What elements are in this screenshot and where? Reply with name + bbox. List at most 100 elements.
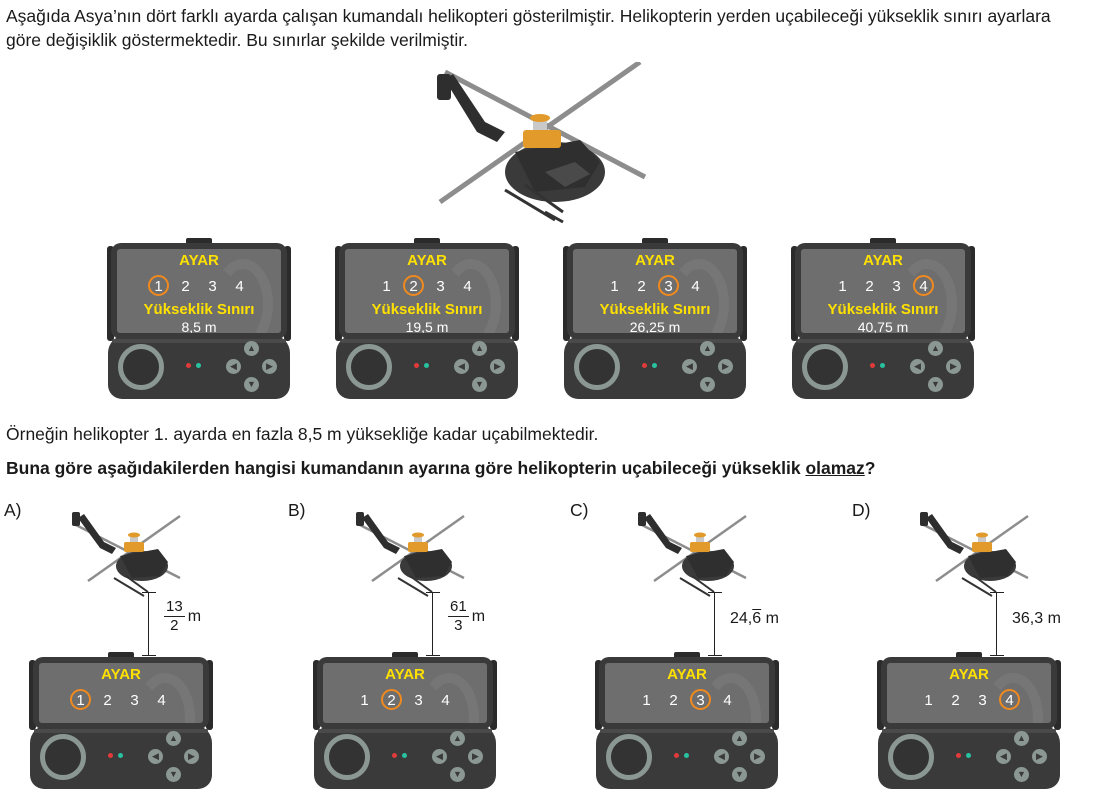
helicopter-icon [920,512,1029,597]
setting-number-2: 2 [637,278,646,295]
antenna-left [563,246,570,341]
helicopter-illustration [437,62,647,224]
option-letter[interactable]: C) [570,500,589,520]
arrow-left-icon: ◀ [714,749,729,764]
arrow-down-icon: ▼ [732,767,747,782]
setting-number-3: 3 [130,692,139,709]
joystick-icon [324,734,370,780]
arrow-up-icon: ▲ [244,341,259,356]
arrow-right-icon: ▶ [490,359,505,374]
height-bracket [142,592,156,656]
antenna-left [29,660,36,730]
setting-number-1: 1 [642,692,651,709]
antenna-right [1054,660,1061,730]
red-led-icon [186,363,191,368]
setting-number-4: 4 [235,278,244,295]
arrow-left-icon: ◀ [910,359,925,374]
arrow-up-icon: ▲ [166,731,181,746]
setting-title: AYAR [863,252,903,269]
setting-number-2-selected: 2 [381,689,402,710]
antenna-right [512,246,519,341]
helicopter-icon [356,512,465,597]
arrow-up-icon: ▲ [928,341,943,356]
helicopter-icon [638,512,747,597]
arrow-down-icon: ▼ [1014,767,1029,782]
option-letter[interactable]: A) [4,500,22,520]
height-limit-value: 19,5 m [405,319,449,333]
red-led-icon [674,753,679,758]
joystick-icon [346,344,392,390]
setting-title: AYAR [949,666,989,683]
dpad-icon: ▲ ▼ ◀ ▶ [452,341,508,397]
setting-number-3: 3 [978,692,987,709]
setting-title: AYAR [667,666,707,683]
option-letter[interactable]: B) [288,500,306,520]
remote-top-tab [186,238,212,246]
height-label: 36,3 m [1012,610,1061,627]
setting-number-2: 2 [103,692,112,709]
helicopter-icon [72,512,181,597]
arrow-right-icon: ▶ [262,359,277,374]
setting-number-4: 4 [463,278,472,295]
antenna-right [490,660,497,730]
question-mark: ? [864,458,876,478]
setting-number-4: 4 [441,692,450,709]
setting-number-3: 3 [436,278,445,295]
remote-body: ▲ ▼ ◀ ▶ [314,725,496,789]
setting-number-1: 1 [382,278,391,295]
joystick-icon [888,734,934,780]
setting-number-4: 4 [723,692,732,709]
example-text: Örneğin helikopter 1. ayarda en fazla 8,… [6,424,599,444]
option-letter[interactable]: D) [852,500,871,520]
remote-top-tab [870,238,896,246]
remote-body: ▲ ▼ ◀ ▶ [596,725,778,789]
antenna-left [313,660,320,730]
dpad-icon: ▲ ▼ ◀ ▶ [712,731,768,787]
remote-body: ▲ ▼ ◀ ▶ [30,725,212,789]
green-led-icon [684,753,689,758]
green-led-icon [196,363,201,368]
joystick-icon [574,344,620,390]
arrow-right-icon: ▶ [946,359,961,374]
remote-top-tab [392,652,418,660]
arrow-right-icon: ▶ [468,749,483,764]
arrow-up-icon: ▲ [450,731,465,746]
dpad-icon: ▲ ▼ ◀ ▶ [146,731,202,787]
red-led-icon [414,363,419,368]
antenna-left [335,246,342,341]
antenna-right [206,660,213,730]
antenna-right [740,246,747,341]
height-limit-value: 8,5 m [181,319,217,333]
setting-title: AYAR [101,666,141,683]
setting-number-3: 3 [414,692,423,709]
question-emphasis: olamaz [805,458,865,478]
setting-number-1: 1 [360,692,369,709]
setting-title: AYAR [179,252,219,269]
setting-title: AYAR [635,252,675,269]
arrow-right-icon: ▶ [718,359,733,374]
setting-title: AYAR [407,252,447,269]
joystick-icon [802,344,848,390]
